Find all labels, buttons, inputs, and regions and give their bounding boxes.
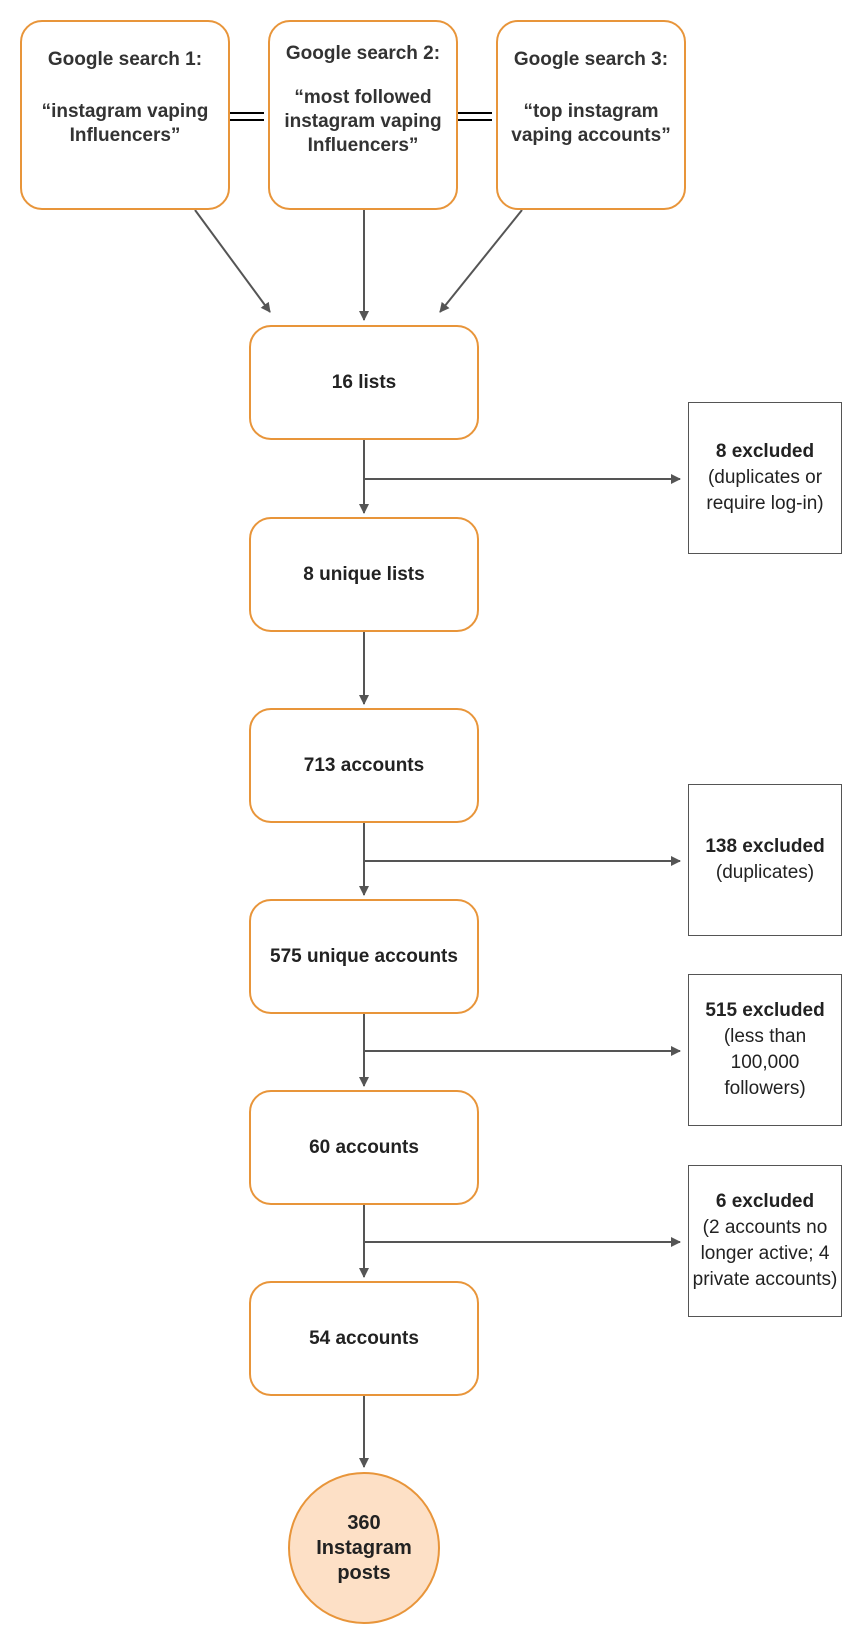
final-result-circle: 360 Instagram posts <box>288 1472 440 1624</box>
step-713-accounts: 713 accounts <box>249 708 479 823</box>
final-label: Instagram posts <box>316 1536 412 1584</box>
search-query: “most followed instagram vaping Influenc… <box>284 87 442 156</box>
search-query: “instagram vaping Influencers” <box>41 101 209 146</box>
step-label: 575 unique accounts <box>270 945 458 967</box>
search-box-1: Google search 1: “instagram vaping Influ… <box>20 20 230 210</box>
exclusion-detail: (less than 100,000 followers) <box>723 1026 807 1099</box>
step-60-accounts: 60 accounts <box>249 1090 479 1205</box>
exclusion-detail: (2 accounts no longer active; 4 private … <box>692 1217 838 1290</box>
exclusion-detail: (duplicates) <box>715 862 815 883</box>
exclusion-title: 6 excluded <box>715 1191 815 1212</box>
search-link-2-3 <box>456 112 492 121</box>
step-label: 8 unique lists <box>303 563 425 585</box>
search-box-3: Google search 3: “top instagram vaping a… <box>496 20 686 210</box>
step-label: 713 accounts <box>303 754 425 776</box>
exclusion-title: 515 excluded <box>705 1000 825 1021</box>
search-link-1-2 <box>228 112 264 121</box>
exclusion-box-3: 515 excluded (less than 100,000 follower… <box>688 974 842 1126</box>
step-575-unique-accounts: 575 unique accounts <box>249 899 479 1014</box>
exclusion-detail: (duplicates or require log-in) <box>706 467 824 514</box>
step-16-lists: 16 lists <box>249 325 479 440</box>
exclusion-box-2: 138 excluded (duplicates) <box>688 784 842 936</box>
search-heading: Google search 2: <box>285 43 441 64</box>
exclusion-title: 8 excluded <box>715 441 815 462</box>
search-box-2: Google search 2: “most followed instagra… <box>268 20 458 210</box>
final-count: 360 <box>347 1511 381 1534</box>
step-8-unique-lists: 8 unique lists <box>249 517 479 632</box>
exclusion-box-1: 8 excluded (duplicates or require log-in… <box>688 402 842 554</box>
step-label: 60 accounts <box>309 1136 419 1158</box>
search-heading: Google search 1: <box>47 49 203 70</box>
step-label: 16 lists <box>331 371 397 393</box>
step-54-accounts: 54 accounts <box>249 1281 479 1396</box>
exclusion-title: 138 excluded <box>705 836 825 857</box>
arrow-search1-to-lists <box>194 209 271 313</box>
step-label: 54 accounts <box>309 1327 419 1349</box>
exclusion-box-4: 6 excluded (2 accounts no longer active;… <box>688 1165 842 1317</box>
search-query: “top instagram vaping accounts” <box>511 101 671 146</box>
arrow-search3-to-lists <box>439 209 523 313</box>
search-heading: Google search 3: <box>513 49 669 70</box>
